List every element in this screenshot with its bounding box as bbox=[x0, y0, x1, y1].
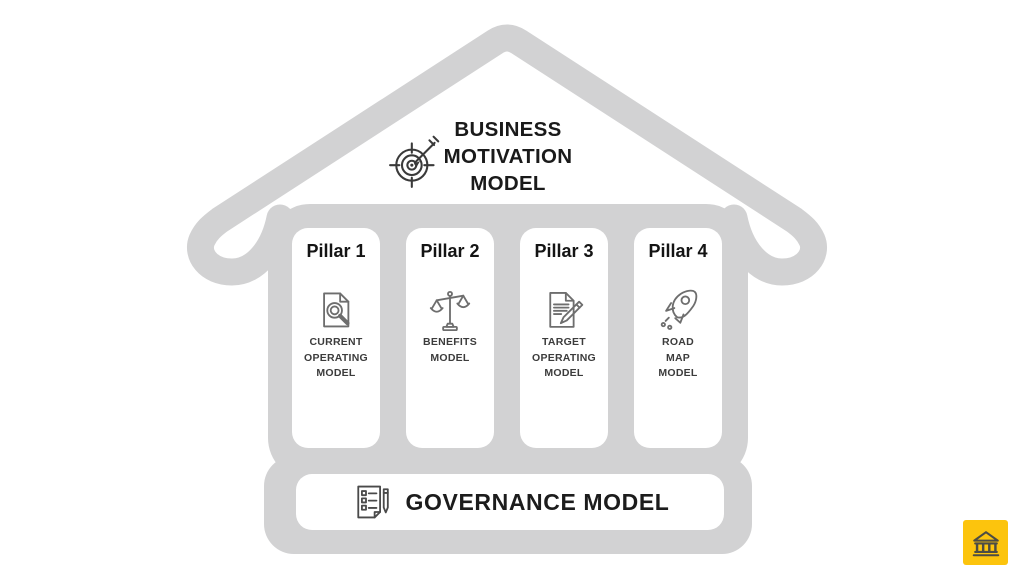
sublabel-line: TARGET bbox=[542, 336, 586, 348]
sublabel-line: ROAD bbox=[662, 336, 694, 348]
pillar-sublabel: ROAD MAP MODEL bbox=[634, 335, 722, 382]
rocket-icon bbox=[634, 286, 722, 332]
bank-icon bbox=[970, 527, 1002, 559]
sublabel-line: CURRENT bbox=[309, 336, 363, 348]
pillar-sublabel: BENEFITS MODEL bbox=[406, 335, 494, 366]
sublabel-line: MODEL bbox=[430, 351, 470, 364]
sublabel-line: BENEFITS bbox=[423, 336, 477, 348]
pillar-title: Pillar 4 bbox=[648, 241, 708, 261]
document-pencil-icon bbox=[520, 286, 608, 332]
pillar-title: Pillar 2 bbox=[420, 241, 480, 261]
document-pen-icon bbox=[351, 482, 391, 522]
document-search-icon bbox=[292, 286, 380, 332]
balance-scales-icon bbox=[406, 286, 494, 332]
pillar-card-3: Pillar 3 TARGET OPERATING MODEL bbox=[520, 228, 608, 448]
sublabel-line: MAP bbox=[665, 351, 691, 364]
roof-title: BUSINESS MOTIVATION MODEL bbox=[420, 116, 596, 197]
sublabel-line: MODEL bbox=[658, 367, 698, 379]
bank-logo-badge bbox=[963, 520, 1008, 565]
pillar-sublabel: TARGET OPERATING MODEL bbox=[520, 335, 608, 382]
pillar-card-4: Pillar 4 ROAD MAP MODEL bbox=[634, 228, 722, 448]
sublabel-line: OPERATING bbox=[304, 351, 368, 364]
pillar-title: Pillar 3 bbox=[534, 241, 594, 261]
roof-title-line: MODEL bbox=[470, 172, 546, 195]
sublabel-line: OPERATING bbox=[532, 351, 596, 364]
target-dart-icon bbox=[388, 131, 446, 189]
sublabel-line: MODEL bbox=[544, 367, 584, 379]
pillar-title: Pillar 1 bbox=[306, 241, 366, 261]
roof-title-line: MOTIVATION bbox=[443, 145, 573, 168]
pillar-card-1: Pillar 1 CURRENT OPERATING MODEL bbox=[292, 228, 380, 448]
roof-title-line: BUSINESS bbox=[454, 118, 562, 141]
sublabel-line: MODEL bbox=[316, 367, 356, 379]
pillar-card-2: Pillar 2 BENEFITS MODEL bbox=[406, 228, 494, 448]
governance-panel: GOVERNANCE MODEL bbox=[296, 474, 724, 530]
pillar-sublabel: CURRENT OPERATING MODEL bbox=[292, 335, 380, 382]
governance-label: GOVERNANCE MODEL bbox=[405, 488, 670, 515]
